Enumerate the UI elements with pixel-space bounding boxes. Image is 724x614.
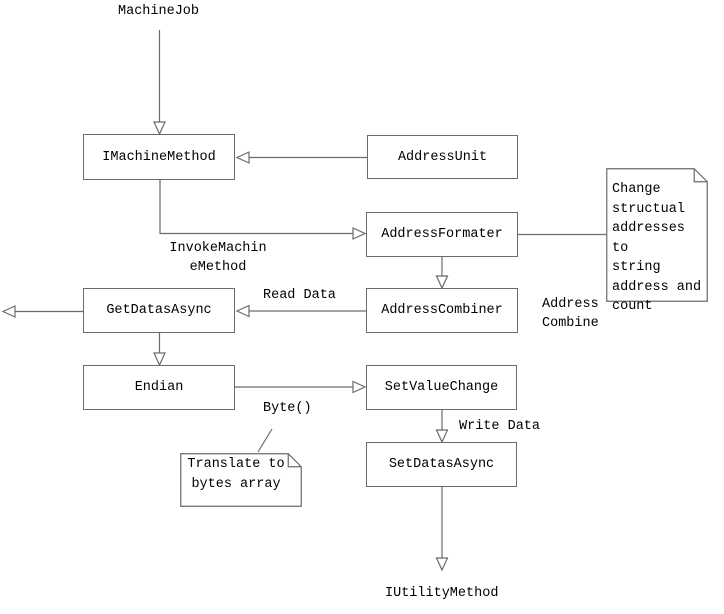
node-getdatasasync: GetDatasAsync — [83, 288, 235, 333]
label-byte: Byte() — [263, 400, 312, 416]
connector-addressformater-addresscombiner — [435, 257, 449, 290]
node-setdatasasync: SetDatasAsync — [366, 442, 517, 487]
open-arrowhead-left-icon — [1, 305, 16, 318]
connector-machinejob-imachinemethod — [153, 30, 166, 136]
open-arrowhead-left-icon — [235, 304, 250, 318]
open-arrowhead-right-icon — [352, 380, 367, 394]
node-addresscombiner-label: AddressCombiner — [381, 303, 503, 318]
connector-imachinemethod-addressformater — [159, 180, 367, 240]
note-change-structural-text: Change structual addresses to string add… — [612, 182, 702, 314]
open-arrowhead-down-icon — [435, 275, 449, 290]
open-arrowhead-down-icon — [153, 121, 166, 136]
open-arrowhead-down-icon — [435, 557, 449, 572]
connector-endian-setvaluechange — [235, 380, 367, 394]
connector-addressunit-imachinemethod — [235, 151, 367, 164]
node-setdatasasync-label: SetDatasAsync — [388, 457, 495, 472]
node-addressformater: AddressFormater — [366, 212, 518, 257]
node-imachinemethod-label: IMachineMethod — [102, 149, 216, 165]
node-imachinemethod: IMachineMethod — [83, 134, 235, 180]
note-shape-icon — [180, 453, 302, 507]
node-addressunit-label: AddressUnit — [397, 149, 488, 165]
node-getdatasasync-label: GetDatasAsync — [106, 303, 212, 318]
open-arrowhead-down-icon — [435, 429, 449, 444]
node-addresscombiner: AddressCombiner — [366, 288, 518, 333]
note-translate-bytes-text: Translate to bytes array — [187, 457, 285, 492]
open-arrowhead-left-icon — [235, 151, 250, 164]
node-endian-label: Endian — [134, 380, 184, 395]
label-iutilitymethod: IUtilityMethod — [385, 585, 499, 601]
node-setvaluechange-label: SetValueChange — [384, 380, 499, 395]
label-read-data: Read Data — [263, 287, 336, 303]
label-write-data: Write Data — [459, 418, 541, 434]
connector-getdatasasync-left-exit — [1, 305, 83, 318]
node-addressformater-label: AddressFormater — [381, 227, 503, 242]
connector-setvaluechange-setdatasasync — [435, 410, 449, 444]
note-change-structural: Change structual addresses to string add… — [606, 168, 708, 314]
node-endian: Endian — [83, 365, 235, 410]
node-setvaluechange: SetValueChange — [366, 365, 517, 410]
open-arrowhead-right-icon — [352, 227, 367, 240]
connector-getdatasasync-endian — [153, 333, 166, 367]
label-machinejob: MachineJob — [118, 3, 200, 19]
node-addressunit: AddressUnit — [367, 135, 518, 179]
label-invoke-machine-method: InvokeMachin eMethod — [169, 240, 267, 276]
connector-addresscombiner-getdatasasync — [235, 304, 366, 318]
open-arrowhead-down-icon — [153, 352, 166, 367]
label-address-combine: Address Combine — [542, 296, 599, 332]
note-shape-icon — [606, 168, 708, 302]
connector-note-byte — [257, 428, 273, 453]
connector-setdatasasync-iutilitymethod — [435, 487, 449, 572]
note-translate-bytes: Translate to bytes array — [180, 453, 302, 507]
